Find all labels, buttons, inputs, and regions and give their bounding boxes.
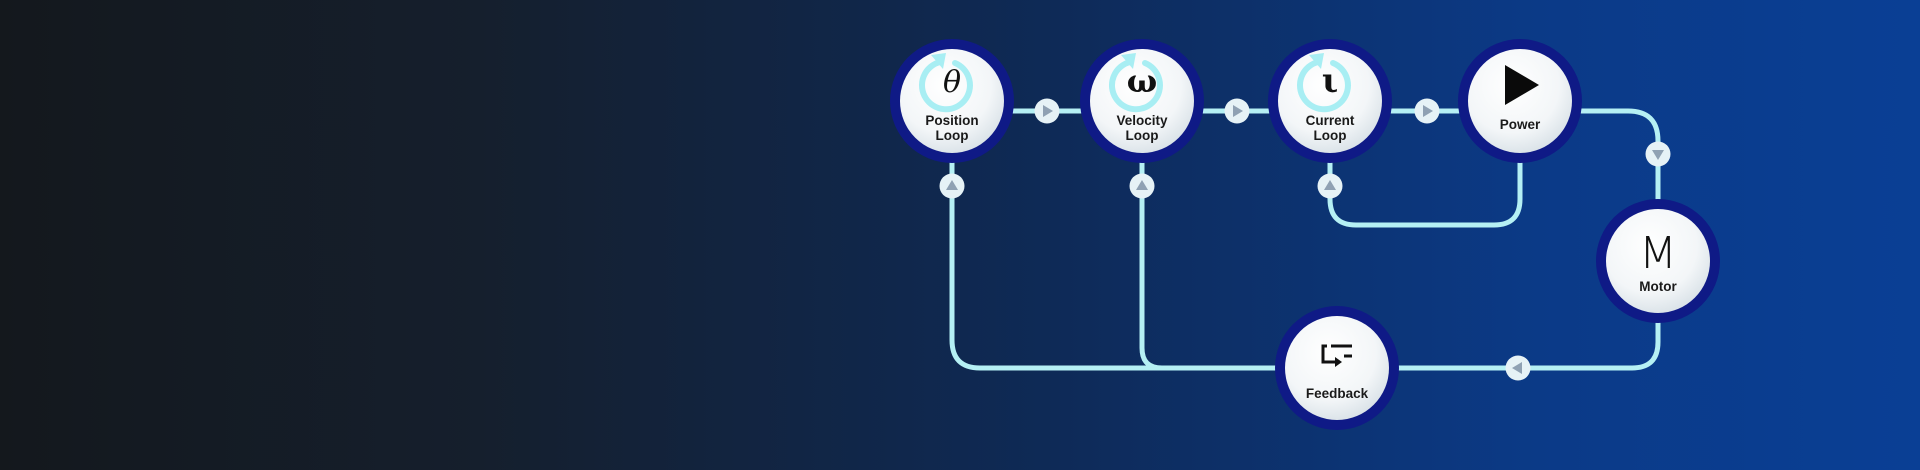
omega-icon: ω <box>1127 62 1157 100</box>
node-label-line1: Current <box>1306 113 1355 128</box>
connector-feedback-position <box>949 158 1281 371</box>
node-label-line1: Feedback <box>1306 386 1369 401</box>
node-motor: M Motor <box>1596 199 1720 323</box>
connector-lines <box>949 108 1661 371</box>
arrow-up-icon <box>939 173 965 199</box>
node-label-line1: Velocity <box>1116 113 1168 128</box>
arrow-right-icon <box>1224 98 1250 124</box>
connector-power-current-return <box>1327 158 1523 228</box>
node-label-line2: Loop <box>1314 128 1347 143</box>
node-position-loop: θ Position Loop <box>890 39 1014 163</box>
play-icon <box>1505 65 1539 105</box>
node-velocity-loop: ω Velocity Loop <box>1080 39 1204 163</box>
node-power: Power <box>1458 39 1582 163</box>
connector-motor-feedback <box>1392 315 1661 371</box>
loop-arrow-icon <box>1108 53 1163 113</box>
node-current-loop: ι Current Loop <box>1268 39 1392 163</box>
loop-arrow-icon <box>918 53 973 113</box>
arrow-right-icon <box>1414 98 1440 124</box>
connector-feedback-velocity <box>1139 158 1165 371</box>
node-label-line1: Motor <box>1639 279 1677 294</box>
node-label-line2: Loop <box>1126 128 1159 143</box>
arrow-up-icon <box>1129 173 1155 199</box>
arrow-left-icon <box>1505 355 1531 381</box>
loop-arrow-icon <box>1296 53 1351 113</box>
diagram-nodes: θ Position Loop ω Velocity Loop ι <box>890 39 1720 430</box>
arrow-up-icon <box>1317 173 1343 199</box>
node-label-line1: Position <box>925 113 978 128</box>
connector-power-motor <box>1577 108 1661 205</box>
motor-m-icon: M <box>1639 228 1677 279</box>
theta-icon: θ <box>943 65 961 100</box>
node-label-line1: Power <box>1500 117 1541 132</box>
feedback-icon <box>1321 344 1352 367</box>
iota-icon: ι <box>1322 61 1338 101</box>
direction-markers <box>939 98 1671 381</box>
node-feedback: Feedback <box>1275 306 1399 430</box>
arrow-down-icon <box>1645 141 1671 167</box>
arrow-right-icon <box>1034 98 1060 124</box>
node-label-line2: Loop <box>936 128 969 143</box>
